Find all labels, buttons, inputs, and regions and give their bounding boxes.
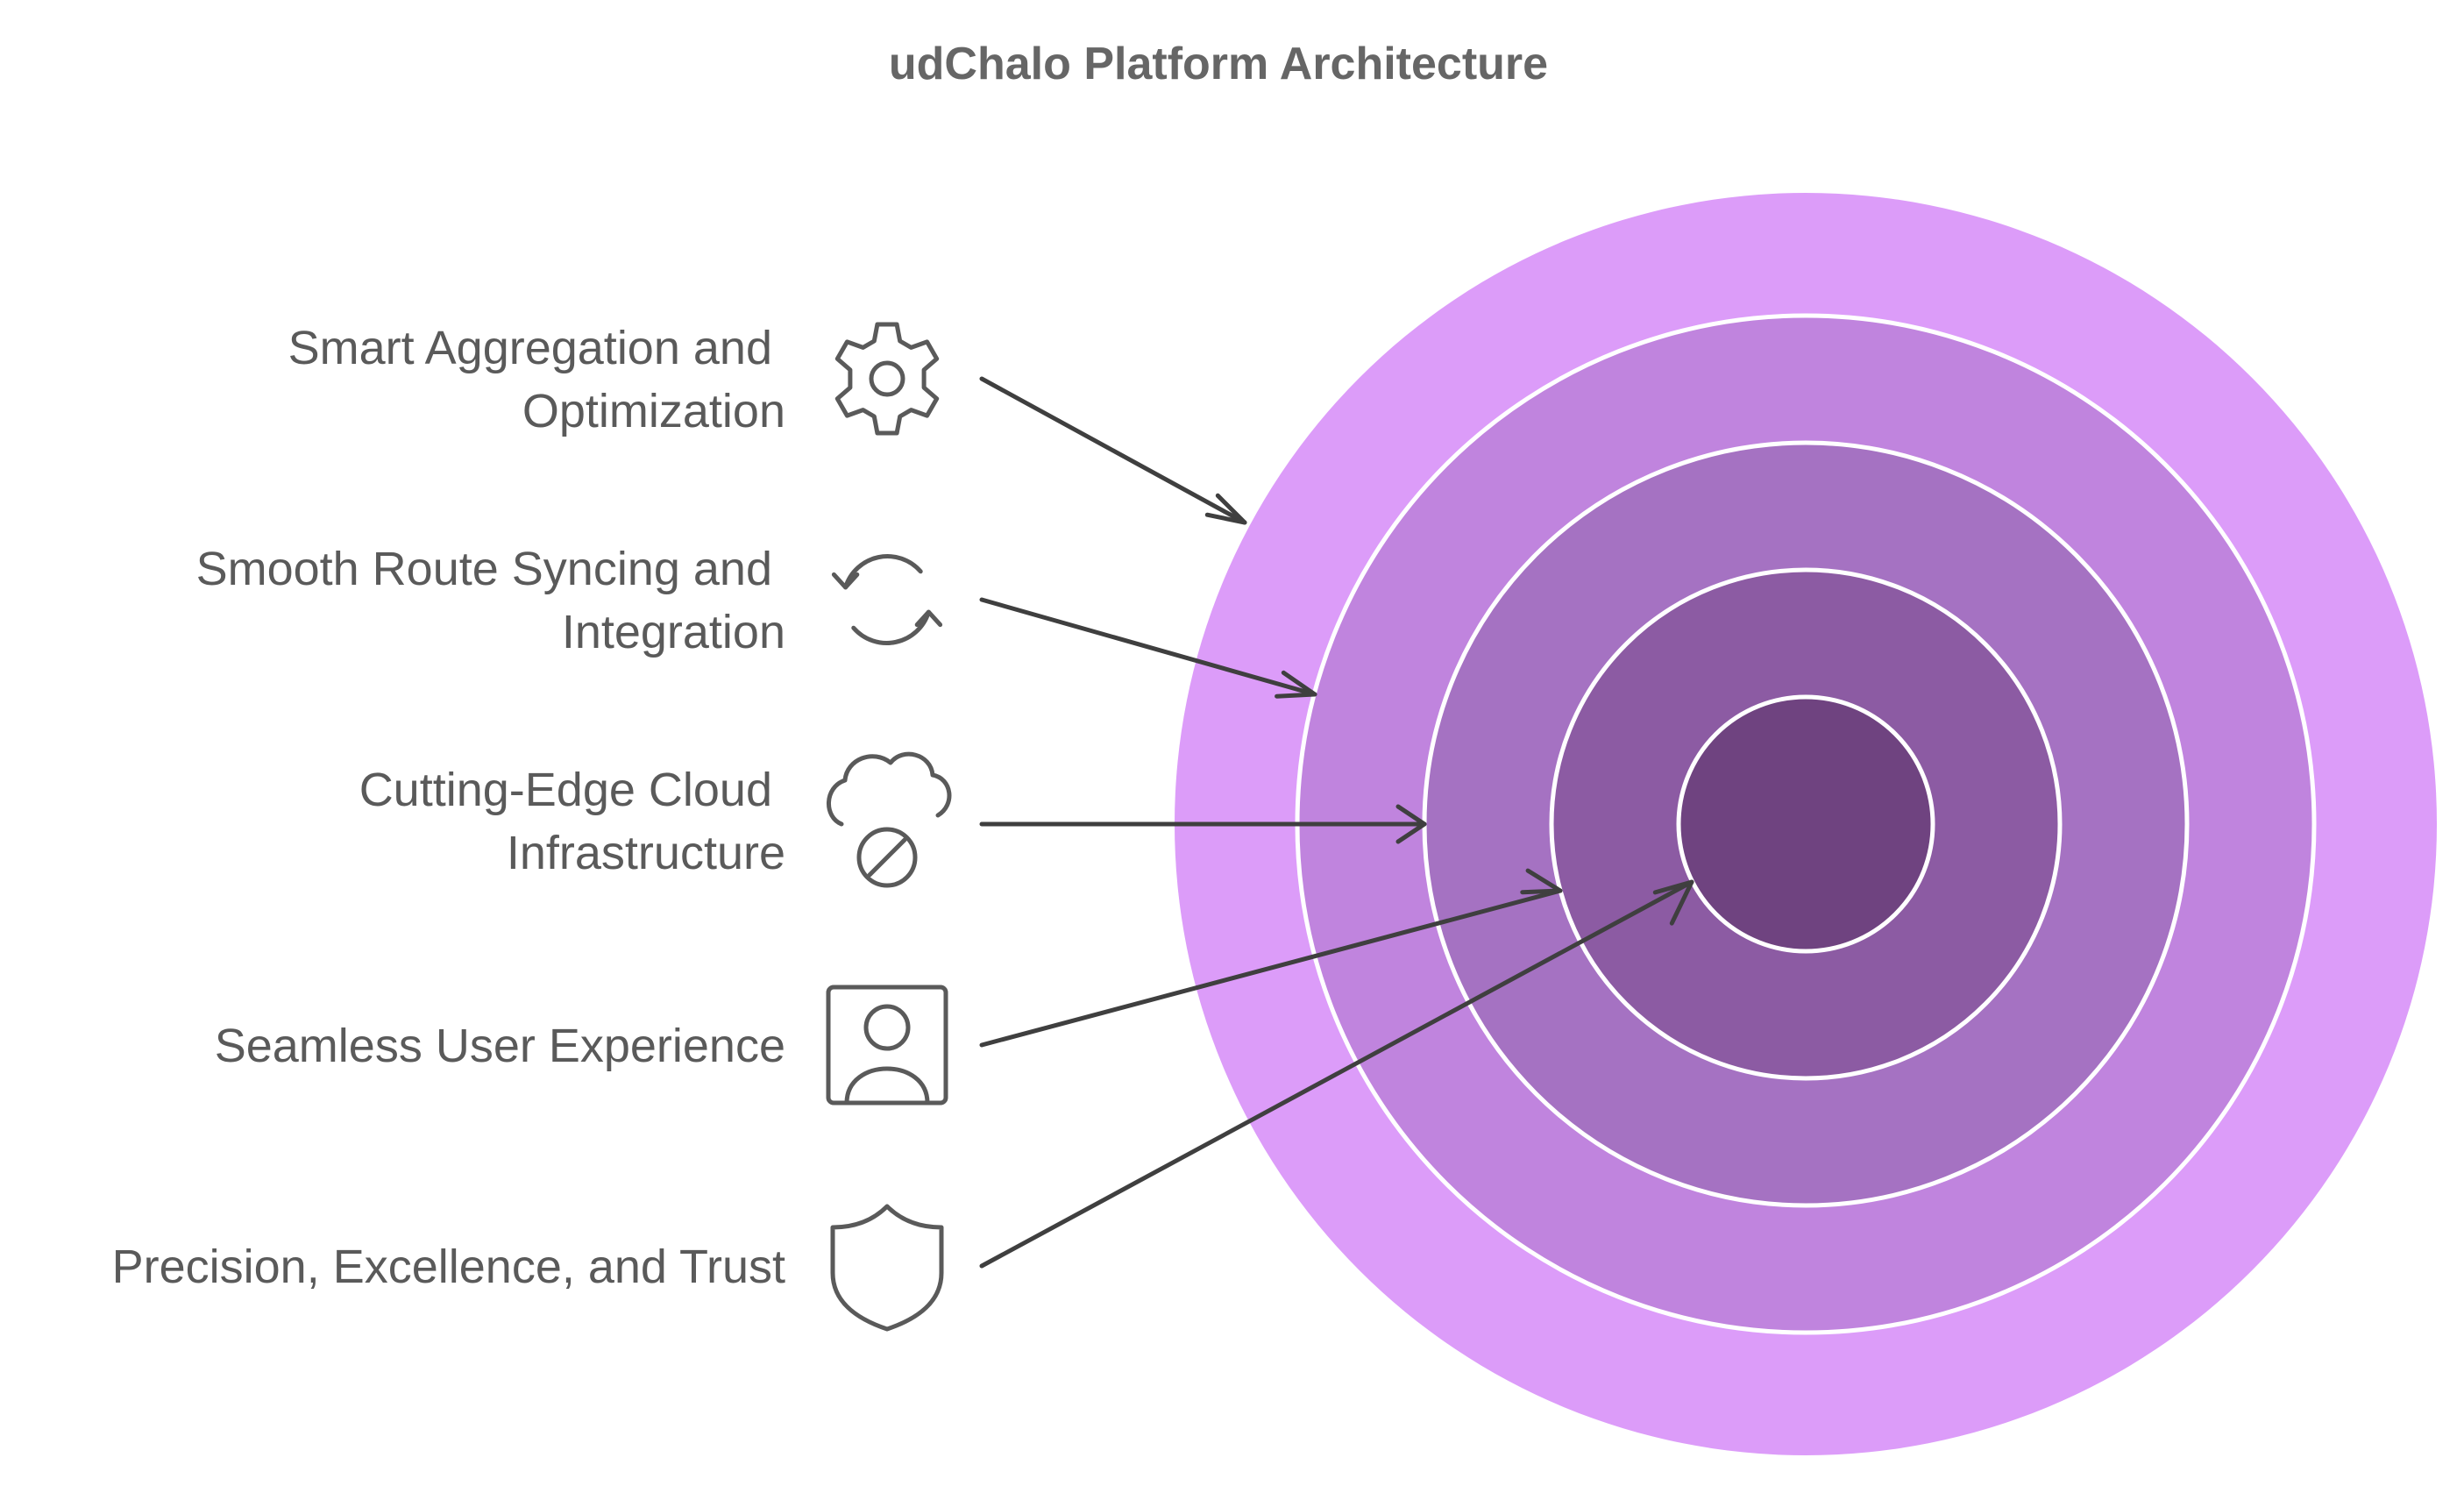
cloud-off-icon (827, 751, 952, 888)
item-smooth-route-syncing: Smooth Route Syncing and Integration (196, 543, 1317, 699)
svg-text:Cutting-Edge Cloud Infra: Cutting-Edge Cloud Infrastructure (359, 764, 785, 879)
arrow-to-ring-outer (979, 376, 1247, 525)
user-square-icon (826, 985, 948, 1106)
arrow-to-ring-4 (979, 868, 1563, 1048)
concentric-rings (1175, 193, 2437, 1455)
item-label-line: Infrastructure (507, 827, 785, 879)
sync-icon (831, 554, 943, 645)
svg-text:Precision, Excellence, and Tru: Precision, Excellence, and Trust (112, 1241, 785, 1293)
item-label-line: Smart Aggregation and (288, 322, 772, 374)
gear-icon (834, 322, 940, 436)
item-label-line: Precision, Excellence, and Trust (112, 1241, 785, 1293)
item-precision-trust: Precision, Excellence, and Trust (112, 879, 1694, 1332)
svg-text:Smooth Route Syncing and: Smooth Route Syncing and Integration (196, 543, 785, 658)
item-cloud-infrastructure: Cutting-Edge Cloud Infrastructure (359, 751, 1427, 888)
item-label-line: Integration (562, 606, 785, 658)
arrow-to-ring-core (979, 879, 1694, 1269)
ring-core (1676, 694, 1935, 954)
arrow-to-ring-2 (979, 597, 1317, 699)
diagram-title: udChalo Platform Architecture (889, 39, 1548, 89)
item-label-line: Optimization (522, 385, 785, 437)
item-label-line: Smooth Route Syncing and (196, 543, 772, 595)
svg-text:Smart Aggregation and Op: Smart Aggregation and Optimization (288, 322, 785, 437)
item-label-line: Cutting-Edge Cloud (359, 764, 772, 816)
item-label-line: Seamless User Experience (215, 1020, 785, 1072)
arrow-to-ring-3 (979, 804, 1427, 844)
svg-text:Seamless User Experience: Seamless User Experience (215, 1020, 785, 1072)
item-smart-aggregation: Smart Aggregation and Optimization (288, 322, 1247, 525)
shield-icon (830, 1204, 944, 1332)
item-user-experience: Seamless User Experience (215, 868, 1563, 1106)
